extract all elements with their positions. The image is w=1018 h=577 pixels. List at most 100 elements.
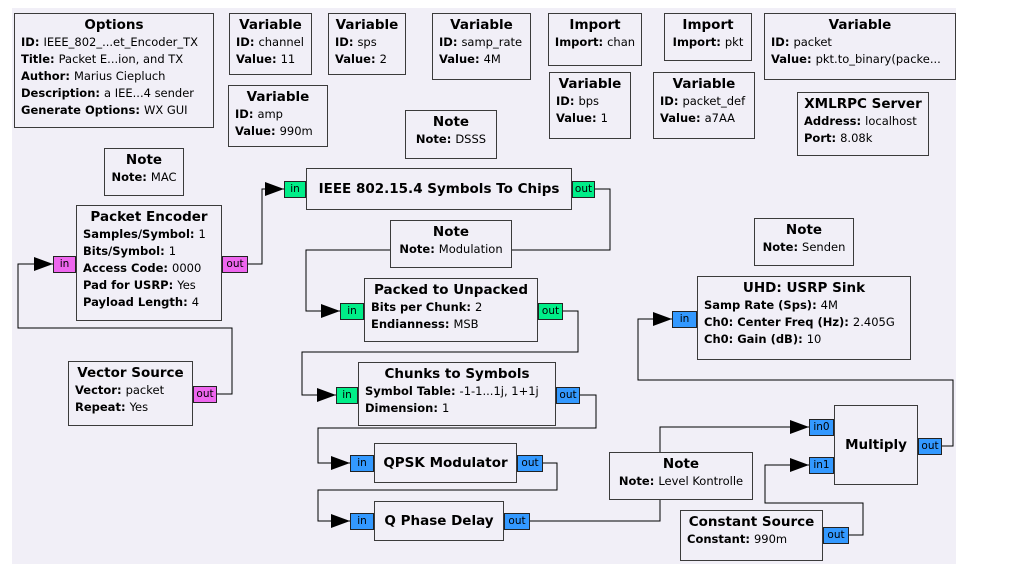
mul-in1-port[interactable]: in1 — [809, 457, 834, 474]
block-param: ID: sps — [335, 35, 377, 49]
param-key: Note — [111, 170, 143, 184]
stc-in-port[interactable]: in — [284, 181, 306, 198]
multiply-block[interactable]: Multiply — [834, 405, 918, 485]
cts-in-port[interactable]: in — [336, 387, 358, 404]
block-param: Note: MAC — [111, 170, 177, 184]
ptu-in-port[interactable]: in — [340, 303, 364, 320]
param-value: Yes — [129, 400, 149, 414]
ptu-out-port[interactable]: out — [538, 303, 563, 320]
block-param: Import: pkt — [672, 35, 744, 49]
param-key: Address — [804, 114, 857, 128]
param-key: Symbol Table — [365, 384, 451, 398]
param-key: Payload Length — [83, 295, 184, 309]
block-title: Multiply — [845, 437, 907, 453]
param-value: 2 — [475, 300, 483, 314]
symbols-to-chips-block[interactable]: IEEE 802.15.4 Symbols To Chips — [306, 168, 572, 210]
qpsk-out-port[interactable]: out — [517, 455, 543, 472]
q-phase-delay-block[interactable]: Q Phase Delay — [374, 501, 504, 541]
block-title: Variable — [239, 17, 302, 33]
block-title: Constant Source — [688, 514, 815, 530]
param-value: 0000 — [172, 261, 202, 275]
qpd-out-port[interactable]: out — [504, 513, 530, 530]
block-param: Vector: packet — [75, 383, 165, 397]
qpsk-modulator-block[interactable]: QPSK Modulator — [374, 443, 517, 483]
param-value: 2.405G — [852, 315, 895, 329]
param-key: Import — [554, 35, 599, 49]
block-param: Samples/Symbol: 1 — [83, 227, 206, 241]
block-param: Description: a IEE...4 sender — [21, 86, 195, 100]
block-title: Options — [84, 17, 144, 33]
param-key: Note — [399, 242, 431, 256]
param-value: WX GUI — [143, 103, 188, 117]
param-value: a IEE...4 sender — [104, 86, 195, 100]
param-value: Yes — [177, 278, 196, 292]
block-param: Import: chan — [554, 35, 636, 49]
cts-out-port[interactable]: out — [556, 387, 580, 404]
block-title: Packet Encoder — [90, 209, 208, 225]
param-value: 990m — [279, 124, 313, 138]
block-title: Variable — [558, 76, 622, 92]
block-param: ID: channel — [236, 35, 304, 49]
mul-out-port[interactable]: out — [918, 438, 942, 455]
param-key: Value — [556, 111, 592, 125]
param-key: Endianness — [371, 317, 445, 331]
param-key: Title — [21, 52, 51, 66]
cs-out-port[interactable]: out — [823, 527, 849, 544]
param-value: 1 — [600, 111, 608, 125]
block-param: Endianness: MSB — [371, 317, 479, 331]
param-key: Import — [672, 35, 717, 49]
param-key: ID — [235, 107, 249, 121]
block-param: Payload Length: 4 — [83, 295, 200, 309]
qpd-in-port[interactable]: in — [350, 513, 374, 530]
vs-out-port[interactable]: out — [193, 386, 217, 403]
param-key: Samples/Symbol — [83, 227, 190, 241]
block-title: Packed to Unpacked — [374, 282, 528, 298]
block-param: Bits/Symbol: 1 — [83, 244, 177, 258]
block-param: Value: a7AA — [660, 111, 735, 125]
usrp-in-port[interactable]: in — [672, 311, 697, 328]
param-key: Port — [804, 131, 832, 145]
param-value: bps — [578, 94, 600, 108]
stc-out-port[interactable]: out — [572, 181, 595, 198]
block-param: Generate Options: WX GUI — [21, 103, 188, 117]
pe-in-port[interactable]: in — [53, 256, 76, 273]
qpsk-in-port[interactable]: in — [350, 455, 374, 472]
param-value: sps — [357, 35, 377, 49]
block-param: ID: amp — [235, 107, 283, 121]
param-value: -1-1...1j, 1+1j — [459, 384, 539, 398]
block-title: Import — [569, 17, 621, 33]
param-key: Access Code — [83, 261, 164, 275]
param-key: ID — [771, 35, 785, 49]
block-param: Value: 2 — [335, 52, 387, 66]
block-param: Samp Rate (Sps): 4M — [704, 298, 838, 312]
param-key: Value — [235, 124, 271, 138]
param-value: Marius Ciepluch — [73, 69, 166, 83]
block-param: Note: Senden — [762, 240, 846, 254]
mul-in0-port[interactable]: in0 — [809, 419, 834, 436]
param-value: pkt — [724, 35, 744, 49]
pe-out-port[interactable]: out — [222, 256, 248, 273]
block-param: ID: IEEE_802_...et_Encoder_TX — [21, 35, 199, 49]
